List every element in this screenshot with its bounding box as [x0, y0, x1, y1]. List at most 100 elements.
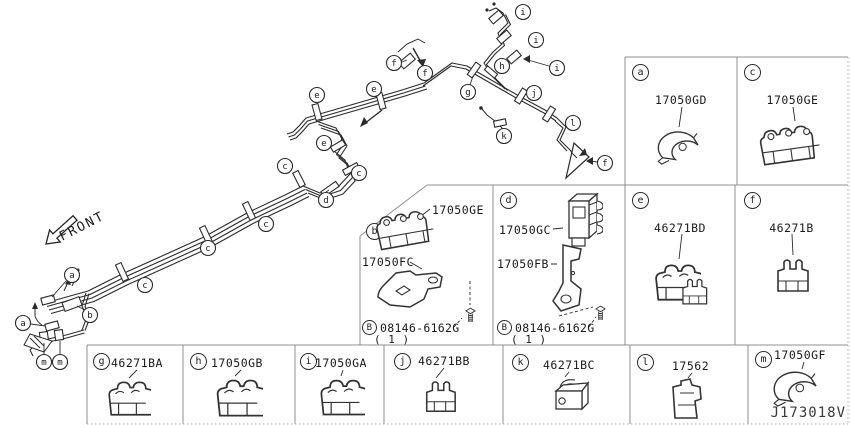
- callout-f: f: [385, 54, 403, 72]
- bolt-part-number: 08146-6162G: [515, 320, 595, 335]
- panel-l: l 17562: [630, 345, 748, 424]
- part-number-17050GF: 17050GF: [774, 348, 826, 362]
- part-illustration-i: [320, 369, 365, 416]
- part-number-46271B: 46271B: [769, 221, 814, 235]
- callout-letter-g: g: [93, 353, 110, 370]
- svg-text:a: a: [20, 319, 25, 329]
- svg-text:f: f: [422, 69, 427, 79]
- callout-e: e: [315, 134, 333, 152]
- bolt-circle-letter: B: [362, 320, 377, 335]
- part-number-17050GE-b: 17050GE: [432, 203, 484, 217]
- callout-letter-l: l: [637, 354, 654, 371]
- svg-text:h: h: [499, 62, 504, 72]
- bolt-circle-letter: B: [497, 320, 512, 335]
- callout-e: e: [365, 80, 383, 98]
- panel-h: h 17050GB: [183, 345, 295, 424]
- panel-e: e 46271BD: [625, 185, 735, 345]
- panel-f: f 46271B: [735, 185, 848, 345]
- panel-grid: [86, 56, 849, 425]
- panel-b: b 17050GE 17050FC B 08146-6162G ( 1 ): [358, 185, 493, 346]
- bolt-quantity-b: ( 1 ): [374, 333, 410, 346]
- panel-i: i 17050GA: [295, 345, 384, 424]
- svg-text:c: c: [282, 162, 287, 172]
- bolt-part-number: 08146-6162G: [380, 320, 460, 335]
- svg-text:i: i: [533, 36, 538, 46]
- bolt-reference-b: B 08146-6162G: [362, 320, 459, 335]
- front-label: FRONT: [57, 209, 108, 245]
- part-number-46271BB: 46271BB: [418, 354, 470, 368]
- svg-text:i: i: [554, 64, 559, 74]
- front-direction-arrow: FRONT: [45, 209, 108, 245]
- callout-letter-i: i: [300, 353, 317, 370]
- callout-letter-d: d: [500, 192, 517, 209]
- callout-c: c: [257, 215, 275, 233]
- panel-g: g 46271BA: [87, 345, 183, 424]
- callout-c: c: [199, 239, 217, 257]
- callout-h: h: [493, 57, 511, 75]
- part-illustration-m: [773, 361, 817, 407]
- panel-k: k 46271BC: [503, 345, 630, 424]
- svg-text:c: c: [205, 244, 210, 254]
- svg-text:k: k: [501, 132, 507, 142]
- svg-text:a: a: [69, 271, 74, 281]
- part-illustration-l: [672, 372, 702, 419]
- part-illustration-g: [108, 369, 151, 416]
- part-number-46271BA: 46271BA: [111, 356, 163, 370]
- callout-g: g: [459, 83, 477, 101]
- panel-m: m 17050GF: [748, 345, 850, 424]
- callout-f: f: [596, 154, 614, 172]
- callout-j: j: [525, 84, 543, 102]
- part-illustration-d: [551, 193, 606, 328]
- callout-letter-f: f: [744, 192, 761, 209]
- panel-a: a 17050GD: [625, 57, 737, 185]
- svg-text:b: b: [87, 311, 92, 321]
- svg-text:e: e: [321, 139, 326, 149]
- callout-m: m: [35, 353, 53, 371]
- callout-i: i: [527, 31, 545, 49]
- callout-d: d: [317, 191, 335, 209]
- part-number-17050GD: 17050GD: [655, 93, 707, 107]
- callout-letter-a: a: [632, 64, 649, 81]
- callout-letter-c: c: [744, 64, 761, 81]
- panel-j: j 46271BB: [384, 345, 503, 424]
- bolt-quantity-d: ( 1 ): [511, 333, 547, 346]
- svg-text:f: f: [391, 59, 396, 69]
- callout-letter-e: e: [632, 192, 649, 209]
- svg-text:e: e: [314, 91, 319, 101]
- callout-a: a: [14, 314, 32, 332]
- part-number-17050GC: 17050GC: [499, 223, 551, 237]
- svg-text:f: f: [602, 159, 607, 169]
- svg-text:j: j: [531, 89, 536, 99]
- callout-c: c: [136, 276, 154, 294]
- callout-l: l: [564, 114, 582, 132]
- part-number-17050GB: 17050GB: [211, 356, 263, 370]
- part-number-17050GE: 17050GE: [766, 93, 819, 107]
- svg-text:m: m: [41, 358, 46, 368]
- panel-c: c 17050GE: [737, 57, 848, 185]
- callout-k: k: [495, 127, 513, 145]
- svg-text:c: c: [142, 281, 147, 291]
- leader-lines: [30, 55, 598, 354]
- callout-b: b: [81, 306, 99, 324]
- callout-i: i: [514, 3, 532, 21]
- svg-text:c: c: [356, 169, 361, 179]
- callout-m: m: [51, 353, 69, 371]
- part-illustration-a: [657, 106, 699, 165]
- svg-text:e: e: [371, 85, 376, 95]
- callout-c: c: [350, 164, 368, 182]
- svg-text:l: l: [570, 119, 575, 129]
- bolt-reference-d: B 08146-6162G: [497, 320, 594, 335]
- part-number-46271BD: 46271BD: [654, 221, 706, 235]
- callout-c: c: [276, 157, 294, 175]
- panel-d: d 17050GC 17050FB B 08146-6162G ( 1 ): [493, 185, 625, 346]
- callout-f: f: [416, 64, 434, 82]
- part-number-46271BC: 46271BC: [543, 358, 595, 372]
- part-number-17050FB: 17050FB: [497, 257, 549, 271]
- svg-text:i: i: [520, 8, 525, 18]
- part-illustration-c: [758, 106, 823, 166]
- callout-a: a: [63, 266, 81, 284]
- part-illustration-e: [655, 233, 708, 305]
